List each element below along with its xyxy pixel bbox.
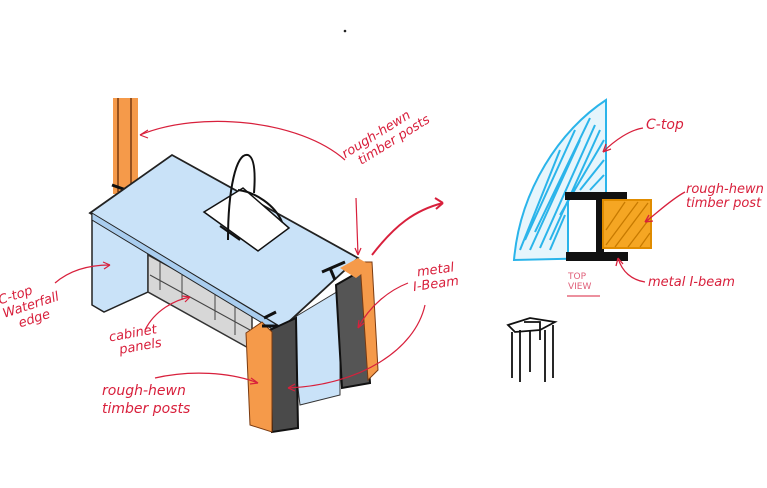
- back-left-timber-post: [111, 98, 146, 198]
- timber-post-section: [602, 199, 652, 249]
- label-line: timber posts: [102, 401, 191, 417]
- label-line: rough-hewn: [102, 383, 186, 399]
- top-view-diagram: [512, 98, 652, 297]
- back-right-leg: [321, 258, 379, 390]
- label-ctop: C-top: [646, 117, 684, 133]
- top-view-arrows: [602, 127, 686, 283]
- stray-dot: [343, 29, 347, 33]
- label-line: rough-hewn: [686, 182, 764, 197]
- annotation-arrows: [54, 120, 444, 392]
- label-line: timber post: [686, 196, 762, 211]
- label-top-metal-ibeam: metal I-beam: [648, 275, 735, 290]
- ibeam-web: [596, 192, 604, 260]
- label-timber-post: rough-hewn timber post: [686, 183, 764, 211]
- faucet-icon: [219, 153, 283, 241]
- ibeam-bottom-flange: [566, 252, 628, 261]
- front-right-leg: [245, 310, 300, 434]
- ibeam-sketch: [506, 317, 558, 382]
- top-view-title: TOP VIEW: [568, 272, 592, 292]
- label-timber-posts-bottom: rough-hewn timber posts: [102, 382, 190, 418]
